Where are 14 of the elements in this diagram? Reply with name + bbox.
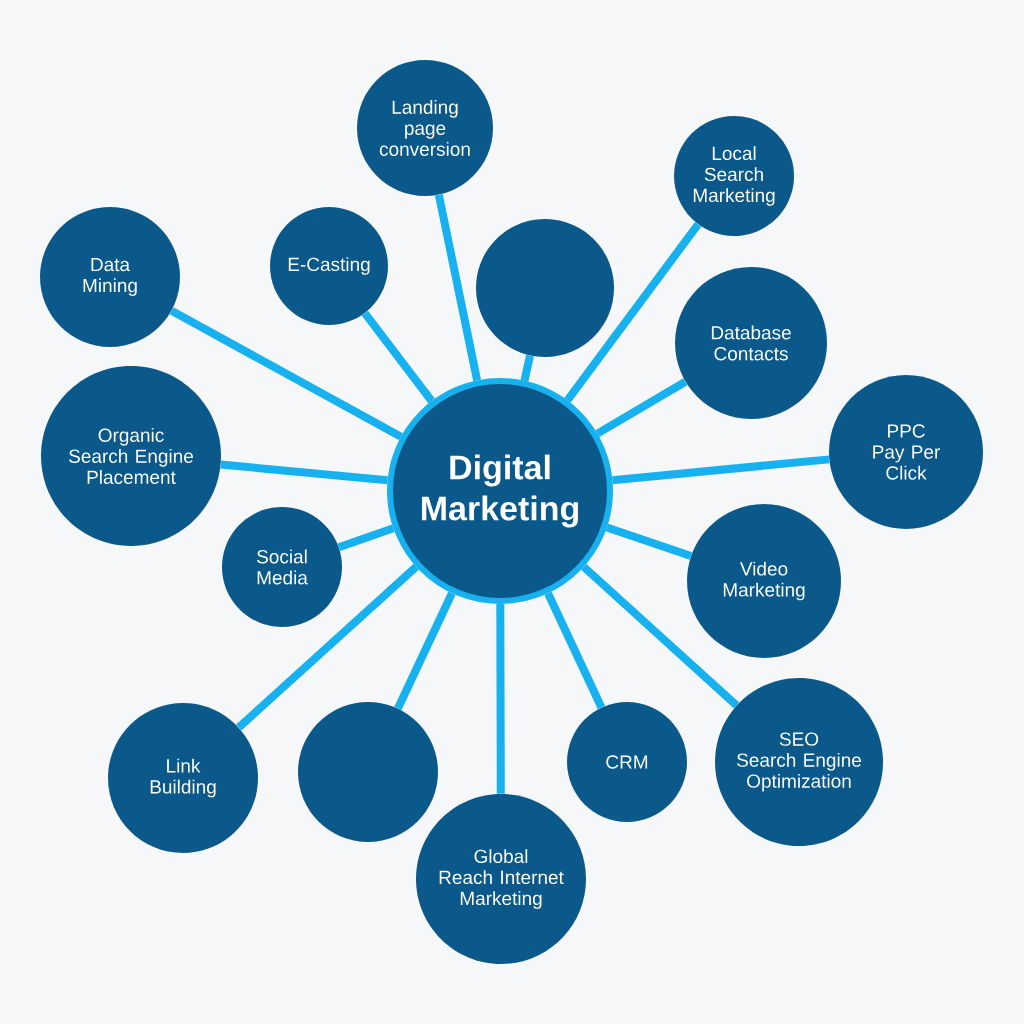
connector-line	[520, 354, 534, 382]
topic-circle	[298, 702, 438, 842]
connector-line	[169, 307, 403, 441]
connector-line	[337, 524, 395, 551]
connector-line	[394, 591, 456, 711]
connector-line	[236, 563, 419, 731]
connector-line	[564, 221, 702, 403]
topic-circle	[476, 219, 614, 357]
connector-line	[544, 591, 606, 710]
connector-line	[605, 523, 693, 560]
connector-line	[434, 193, 482, 382]
connector-line	[581, 563, 740, 709]
connector-line	[595, 378, 688, 438]
connector-line	[361, 310, 435, 404]
